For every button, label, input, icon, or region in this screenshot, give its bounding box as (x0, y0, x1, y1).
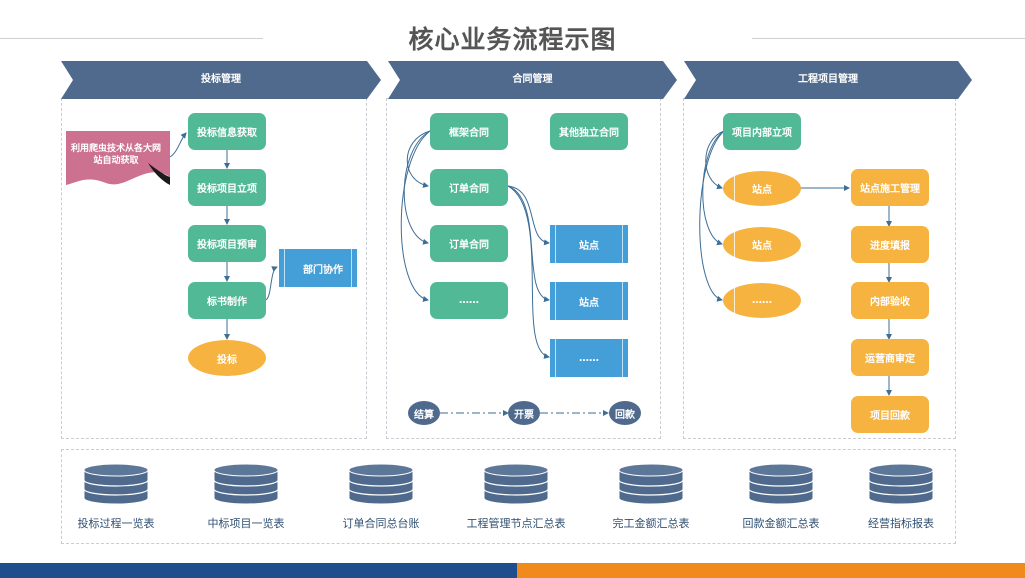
report-label: 订单合同总台账 (342, 517, 420, 530)
database-icon (483, 463, 549, 505)
crawler-label: 利用爬虫技术从各大网站自动获取 (70, 144, 161, 166)
bid-step-document: 标书制作 (188, 282, 266, 319)
project-site-node-1: 站点 (723, 171, 801, 206)
report-label: 中标项目一览表 (207, 517, 285, 530)
project-site-node-2: 站点 (723, 227, 801, 262)
contract-site-node-2: 站点 (550, 282, 628, 320)
report-label: 回款金额汇总表 (742, 517, 820, 530)
order-contract-node-1: 订单合同 (430, 169, 508, 206)
title-rule-left (0, 38, 263, 39)
project-step-operator-review: 运营商审定 (851, 339, 929, 376)
flow-invoice-node: 开票 (508, 401, 540, 425)
site-tick (734, 287, 735, 314)
database-icon (618, 463, 684, 505)
bid-step-prereview: 投标项目预审 (188, 225, 266, 262)
footer-bar-orange (517, 563, 1025, 578)
project-step-inspection: 内部验收 (851, 282, 929, 319)
page-title: 核心业务流程示图 (408, 25, 617, 54)
crawler-shape (66, 131, 170, 185)
bid-final-node: 投标 (188, 340, 266, 376)
flow-payment-node: 回款 (609, 401, 641, 425)
project-site-node-3: …… (723, 283, 801, 318)
contract-banner-label: 合同管理 (512, 74, 553, 85)
database-icon (213, 463, 279, 505)
report-label: 完工金额汇总表 (612, 517, 690, 530)
database-icon (348, 463, 414, 505)
database-icon (83, 463, 149, 505)
contract-site-node-1: 站点 (550, 225, 628, 263)
site-tick (734, 175, 735, 202)
order-contract-node-3: …… (430, 282, 508, 319)
bid-banner-label: 投标管理 (201, 74, 241, 85)
report-label: 投标过程一览表 (77, 517, 155, 530)
title-rule-right (752, 38, 1025, 39)
flow-settlement-node: 结算 (408, 401, 440, 425)
report-label: 经营指标报表 (868, 517, 934, 530)
crawler-node: 利用爬虫技术从各大网站自动获取 (66, 131, 170, 186)
reports-panel (61, 449, 956, 544)
database-icon (748, 463, 814, 505)
project-internal-node: 项目内部立项 (723, 113, 801, 150)
framework-contract-node: 框架合同 (430, 113, 508, 150)
project-banner: 工程项目管理 (684, 61, 972, 99)
project-site-label-2: 站点 (752, 241, 772, 252)
bid-step-approval: 投标项目立项 (188, 169, 266, 206)
project-banner-label: 工程项目管理 (798, 74, 858, 85)
bid-banner: 投标管理 (61, 61, 381, 99)
order-contract-node-2: 订单合同 (430, 225, 508, 262)
independent-contract-node: 其他独立合同 (550, 113, 628, 150)
contract-site-node-3: …… (550, 339, 628, 377)
dept-collab-node: 部门协作 (279, 249, 357, 287)
footer-bar-blue (0, 563, 517, 578)
project-site-label-1: 站点 (752, 185, 772, 196)
database-icon (868, 463, 934, 505)
project-step-construction: 站点施工管理 (851, 169, 929, 206)
bid-step-info: 投标信息获取 (188, 113, 266, 150)
contract-banner: 合同管理 (388, 61, 677, 99)
project-step-payment: 项目回款 (851, 396, 929, 433)
project-site-label-3: …… (752, 295, 772, 306)
report-label: 工程管理节点汇总表 (466, 517, 566, 530)
project-step-progress: 进度填报 (851, 226, 929, 263)
site-tick (734, 231, 735, 258)
